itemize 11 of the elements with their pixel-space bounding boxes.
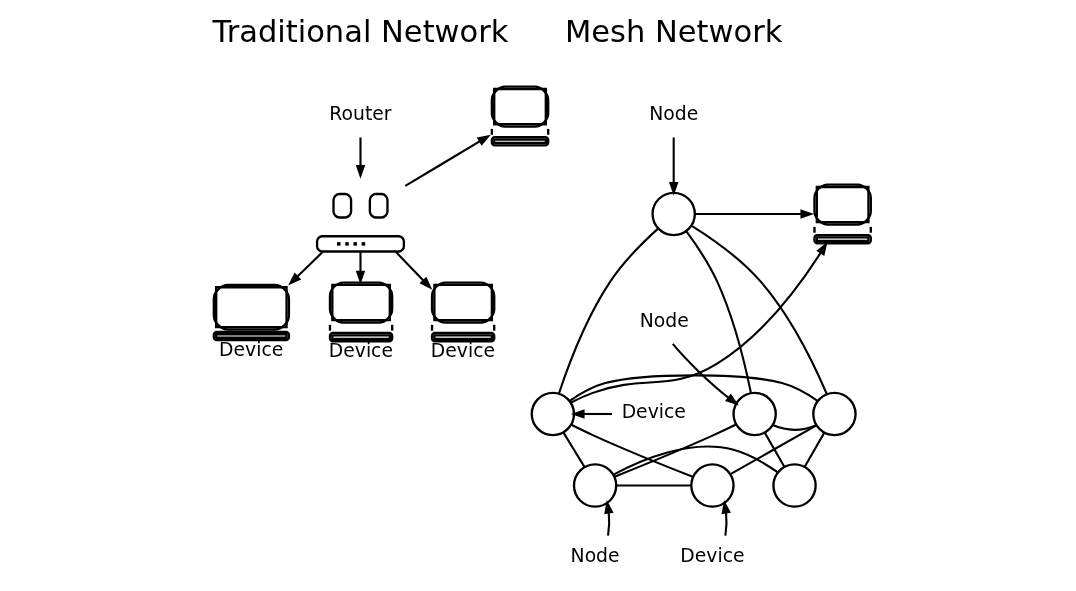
node-label: Device <box>218 339 283 361</box>
label: Mesh Network <box>564 13 782 49</box>
label: Traditional Network <box>212 13 508 49</box>
node-text: Device <box>679 544 745 566</box>
node-text: Node <box>648 103 698 125</box>
node-text: Node <box>639 309 689 331</box>
node-label: Device <box>328 340 393 362</box>
node-label: Device <box>430 340 495 362</box>
node-text: Node <box>570 544 620 566</box>
node-text: Router <box>328 103 392 125</box>
node-text: Device <box>621 401 686 423</box>
